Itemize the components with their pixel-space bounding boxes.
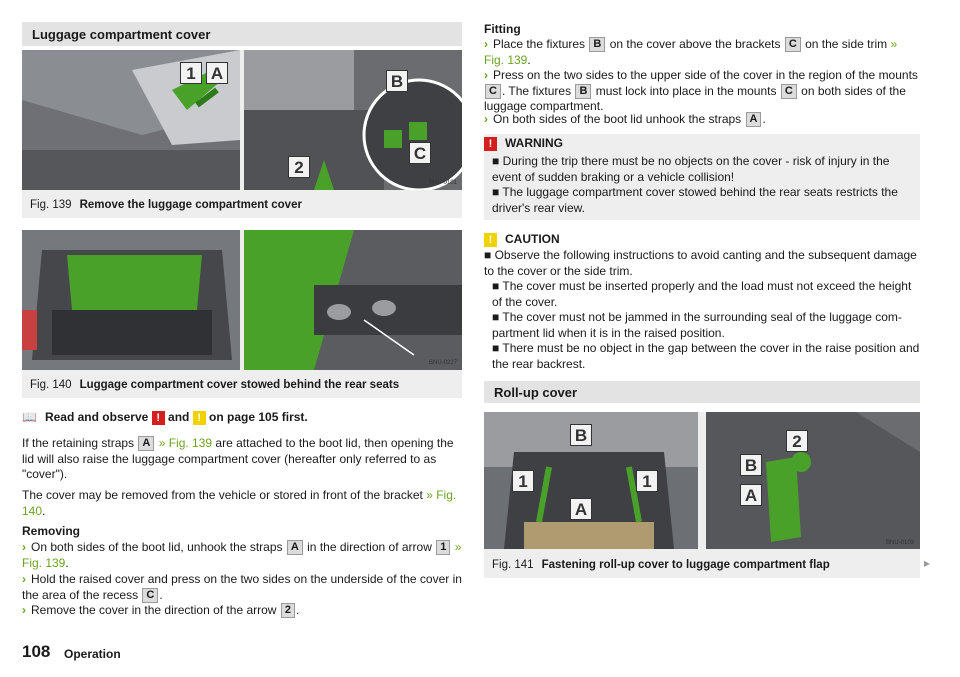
removing-step-2: ›Hold the raised cover and press on the … bbox=[22, 572, 462, 603]
figure-140: BNU-0227 Fig. 140 Luggage compartment co… bbox=[22, 230, 462, 398]
caution-icon: ! bbox=[192, 410, 206, 425]
book-icon: 📖 bbox=[22, 410, 37, 424]
figure-141-image-right: 2 B A BNU-0103 bbox=[706, 412, 920, 549]
page-number: 108 bbox=[22, 642, 51, 661]
label-a: A bbox=[206, 62, 228, 84]
chevron-right-icon: › bbox=[484, 37, 488, 51]
warning-icon: ! bbox=[484, 136, 497, 151]
warning-box: !WARNING ■ During the trip there must be… bbox=[484, 134, 920, 220]
label-b: B bbox=[740, 454, 762, 476]
label-2: 2 bbox=[786, 430, 808, 452]
warning-icon: ! bbox=[151, 410, 165, 425]
caution-line-1: ■ Observe the following instructions to … bbox=[484, 248, 917, 278]
figure-caption: Fig. 139 Remove the luggage compartment … bbox=[30, 196, 302, 214]
chevron-right-icon: › bbox=[484, 112, 488, 126]
fig-link[interactable]: » Fig. 139 bbox=[22, 540, 462, 570]
chevron-right-icon: › bbox=[484, 68, 488, 82]
figure-title: Luggage compartment cover stowed behind … bbox=[79, 379, 400, 391]
read-observe-line: 📖Read and observe ! and ! on page 105 fi… bbox=[22, 410, 308, 425]
tag-a: A bbox=[138, 436, 155, 452]
figure-title: Fastening roll-up cover to luggage compa… bbox=[541, 559, 830, 571]
figure-code: BNU-0227 bbox=[429, 360, 458, 366]
caution-line-2: ■ The cover must be inserted properly an… bbox=[492, 279, 912, 309]
figure-caption: Fig. 141 Fastening roll-up cover to lugg… bbox=[492, 556, 830, 574]
figure-139-image-left: 1 A bbox=[22, 50, 240, 190]
section-header-luggage-cover: Luggage compartment cover bbox=[22, 22, 462, 46]
trim-illustration-icon bbox=[244, 230, 462, 370]
figure-140-image-left bbox=[22, 230, 240, 370]
chevron-right-icon: › bbox=[22, 603, 26, 617]
figure-number: Fig. 139 bbox=[30, 199, 72, 211]
label-1-left: 1 bbox=[512, 470, 534, 492]
figure-141-image-left: B 1 1 A bbox=[484, 412, 698, 549]
warning-line-1: ■ During the trip there must be no objec… bbox=[492, 154, 890, 184]
removing-step-3: ›Remove the cover in the direction of th… bbox=[22, 603, 300, 619]
bracket-illustration-icon bbox=[244, 50, 462, 190]
figure-caption: Fig. 140 Luggage compartment cover stowe… bbox=[30, 376, 399, 394]
chapter-label: Operation bbox=[64, 647, 121, 661]
caution-title-row: !CAUTION bbox=[484, 232, 560, 247]
car-boot-illustration-icon bbox=[22, 230, 240, 370]
section-header-rollup-cover: Roll-up cover bbox=[484, 381, 920, 403]
fitting-step-1: ›Place the fixtures B on the cover above… bbox=[484, 37, 898, 67]
figure-140-image-right: BNU-0227 bbox=[244, 230, 462, 370]
paragraph-straps: If the retaining straps A » Fig. 139 are… bbox=[22, 436, 454, 481]
removing-step-1: ›On both sides of the boot lid, unhook t… bbox=[22, 540, 462, 570]
figure-number: Fig. 141 bbox=[492, 559, 534, 571]
warning-line-2: ■ The luggage compartment cover stowed b… bbox=[492, 185, 898, 215]
section-title: Luggage compartment cover bbox=[32, 26, 211, 42]
label-c: C bbox=[409, 142, 431, 164]
figure-title: Remove the luggage compartment cover bbox=[79, 199, 302, 211]
caution-line-3: ■ The cover must not be jammed in the su… bbox=[492, 310, 902, 340]
removing-heading: Removing bbox=[22, 524, 81, 538]
figure-number: Fig. 140 bbox=[30, 379, 72, 391]
label-b: B bbox=[386, 70, 408, 92]
fig-link[interactable]: » Fig. 139 bbox=[484, 37, 898, 67]
fitting-heading: Fitting bbox=[484, 22, 521, 36]
label-b: B bbox=[570, 424, 592, 446]
figure-code: BNU-0103 bbox=[886, 540, 915, 546]
label-2: 2 bbox=[288, 156, 310, 178]
label-a: A bbox=[740, 484, 762, 506]
chevron-right-icon: › bbox=[22, 540, 26, 554]
figure-141: B 1 1 A 2 B A BNU-0103 Fig. 141 Fastenin… bbox=[484, 412, 920, 578]
warning-title-row: !WARNING bbox=[484, 136, 563, 151]
fig-link[interactable]: » Fig. 139 bbox=[158, 436, 213, 450]
label-1-right: 1 bbox=[636, 470, 658, 492]
paragraph-remove: The cover may be removed from the vehicl… bbox=[22, 488, 457, 518]
fitting-step-3: ›On both sides of the boot lid unhook th… bbox=[484, 112, 766, 128]
fitting-step-2: ›Press on the two sides to the upper sid… bbox=[484, 68, 918, 113]
fig-link[interactable]: » Fig. 140 bbox=[22, 488, 457, 518]
flap-illustration-icon bbox=[706, 412, 920, 549]
figure-139-image-right: B C 2 BNU-0101 bbox=[244, 50, 462, 190]
label-a: A bbox=[570, 498, 592, 520]
label-1: 1 bbox=[180, 62, 202, 84]
figure-code: BNU-0101 bbox=[429, 180, 458, 186]
caution-line-4: ■ There must be no object in the gap bet… bbox=[492, 341, 920, 371]
next-page-arrow-icon[interactable]: ▸ bbox=[924, 556, 931, 570]
chevron-right-icon: › bbox=[22, 572, 26, 586]
figure-139: 1 A B C 2 BNU-0101 Fig. 139 Remove the l… bbox=[22, 50, 462, 218]
section-title: Roll-up cover bbox=[494, 384, 578, 400]
caution-icon: ! bbox=[484, 232, 497, 247]
